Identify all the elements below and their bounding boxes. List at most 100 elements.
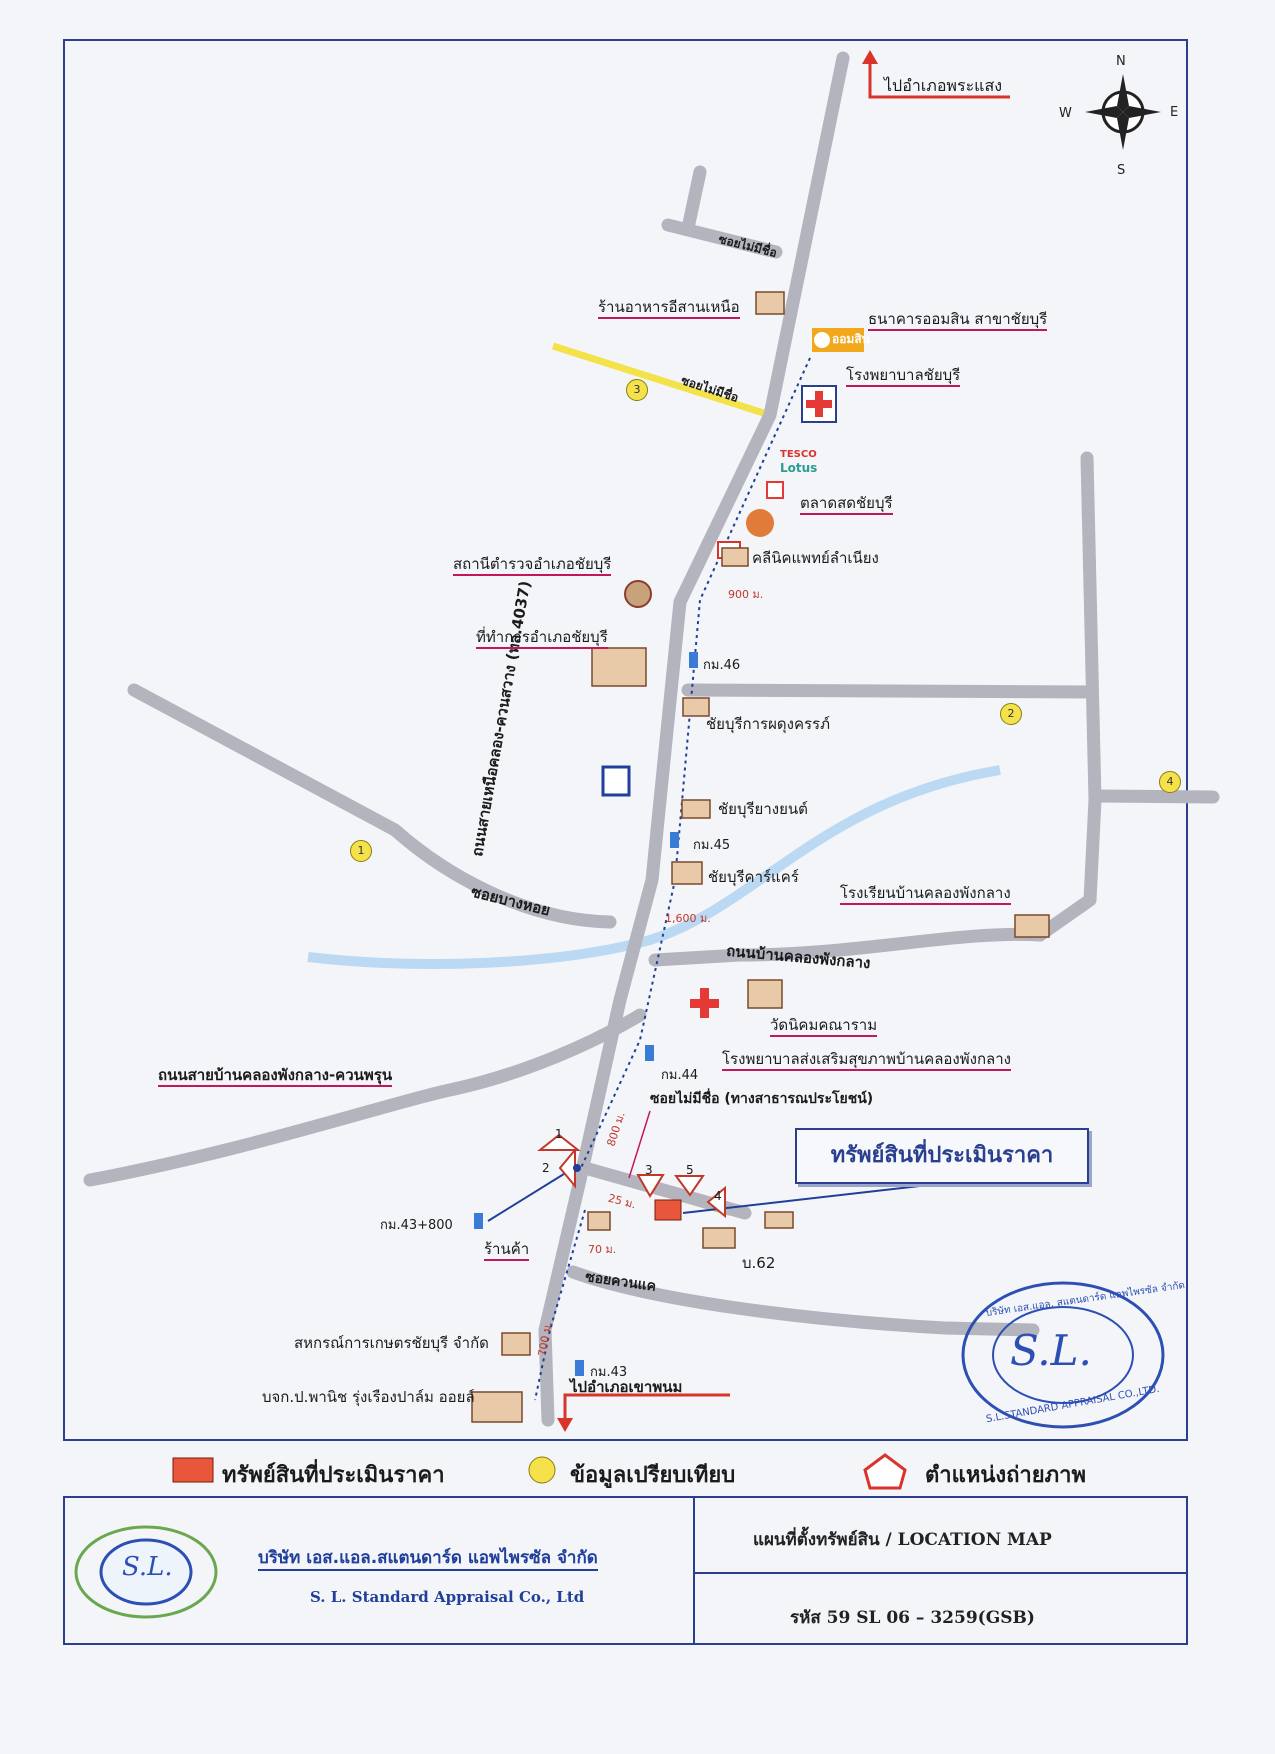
phadung-icon bbox=[682, 697, 710, 717]
legend-subject-label: ทรัพย์สินที่ประเมินราคา bbox=[222, 1463, 445, 1488]
clinic-icon bbox=[721, 547, 749, 567]
district-office-label: ที่ทำการอำเภอชัยบุรี bbox=[476, 630, 608, 649]
legend-comparable-label: ข้อมูลเปรียบเทียบ bbox=[570, 1463, 736, 1488]
compass-n: N bbox=[1116, 54, 1126, 69]
legend-comparable-icon bbox=[528, 1456, 556, 1484]
photo-point-3: 3 bbox=[645, 1163, 653, 1177]
soi-public-leader bbox=[628, 1110, 651, 1179]
coop-icon bbox=[501, 1332, 531, 1356]
river bbox=[307, 765, 1001, 969]
yang-icon bbox=[681, 799, 711, 819]
seven-eleven-icon bbox=[766, 481, 784, 499]
photo-point-4: 4 bbox=[714, 1189, 722, 1203]
palm-oil-icon bbox=[471, 1391, 523, 1423]
gsb-bank-label: ธนาคารออมสิน สาขาชัยบุรี bbox=[868, 312, 1048, 331]
house-62-label: บ.62 bbox=[742, 1254, 776, 1272]
km45-label: กม.45 bbox=[693, 838, 731, 853]
shop-icon bbox=[587, 1211, 611, 1231]
main-road bbox=[538, 51, 850, 1427]
health-hospital-label: โรงพยาบาลส่งเสริมสุขภาพบ้านคลองพังกลาง bbox=[722, 1052, 1011, 1071]
market-icon bbox=[746, 509, 774, 537]
km43-800-icon bbox=[474, 1213, 483, 1229]
police-label: สถานีตำรวจอำเภอชัยบุรี bbox=[453, 557, 612, 576]
km45-icon bbox=[670, 832, 679, 848]
comparable-road-3 bbox=[551, 342, 772, 419]
photo-point-1-icon bbox=[537, 1133, 581, 1151]
district-office-icon bbox=[591, 647, 647, 687]
north-exit-label: ไปอำเภอพระแสง bbox=[884, 76, 1003, 95]
restaurant-label: ร้านอาหารอีสานเหนือ bbox=[598, 300, 740, 319]
hospital-label: โรงพยาบาลชัยบุรี bbox=[846, 368, 961, 387]
comparable-2: 2 bbox=[1000, 703, 1022, 725]
south-exit-label: ไปอำเภอเขาพนม bbox=[570, 1378, 683, 1396]
legend-subject-icon bbox=[172, 1457, 214, 1483]
photo-point-2-icon bbox=[558, 1147, 576, 1189]
road-east-vertical bbox=[1033, 451, 1102, 942]
compass-rose-icon bbox=[1085, 74, 1161, 150]
photo-point-1: 1 bbox=[555, 1127, 563, 1141]
dist-1600: 1,600 ม. bbox=[665, 912, 711, 925]
subject-property-label: ทรัพย์สินที่ประเมินราคา bbox=[795, 1128, 1089, 1184]
photo-point-2: 2 bbox=[542, 1161, 550, 1175]
soi-bang-hoi bbox=[127, 683, 617, 929]
clinic-label: คลีนิคแพทย์ลำเนียง bbox=[752, 549, 879, 567]
road-east-branch bbox=[1090, 789, 1220, 804]
chaiburi-yang-label: ชัยบุรียางยนต์ bbox=[718, 800, 808, 818]
gsb-bank-icon bbox=[812, 328, 864, 352]
legend-photo-icon bbox=[863, 1453, 907, 1490]
company-logo bbox=[74, 1525, 218, 1619]
km46-label: กม.46 bbox=[703, 658, 741, 673]
south-arrowhead bbox=[557, 1418, 573, 1432]
soi-khuan-khae bbox=[566, 1265, 1040, 1337]
road-top-soi-branch bbox=[681, 165, 707, 235]
km43-icon bbox=[575, 1360, 584, 1376]
logo-initials: S.L. bbox=[122, 1552, 173, 1582]
comparable-3: 3 bbox=[626, 379, 648, 401]
km43-800-leader bbox=[487, 1168, 573, 1222]
district-emblem-icon bbox=[601, 765, 631, 797]
chaiburi-car-label: ชัยบุรีคาร์แคร์ bbox=[708, 868, 799, 886]
road-km46 bbox=[681, 683, 1097, 699]
palm-oil-label: บจก.ป.พานิช รุ่งเรืองปาล์ม ออยล์ bbox=[262, 1388, 475, 1406]
soi-public-label: ซอยไม่มีชื่อ (ทางสาธารณประโยชน์) bbox=[650, 1091, 874, 1107]
dist-70: 70 ม. bbox=[588, 1243, 617, 1256]
company-stamp bbox=[961, 1281, 1165, 1429]
legend-photo-label: ตำแหน่งถ่ายภาพ bbox=[925, 1463, 1087, 1488]
road-khuan-phrun-label: ถนนสายบ้านคลองพังกลาง-ควนพรุน bbox=[158, 1068, 393, 1087]
police-icon bbox=[624, 580, 652, 608]
subject-leader bbox=[682, 1181, 956, 1214]
map-title: แผนที่ตั้งทรัพย์สิน / LOCATION MAP bbox=[753, 1530, 1052, 1550]
company-name-th: บริษัท เอส.แอล.สแตนดาร์ด แอพไพรซัล จำกัด bbox=[258, 1550, 598, 1571]
compass-w: W bbox=[1059, 106, 1072, 121]
stamp-initials: S.L. bbox=[1010, 1326, 1092, 1375]
house-b-icon bbox=[764, 1211, 794, 1229]
km43-label: กม.43 bbox=[590, 1365, 628, 1380]
photo-point-4-icon bbox=[706, 1185, 726, 1219]
shop-label: ร้านค้า bbox=[484, 1242, 530, 1261]
photo-point-3-icon bbox=[636, 1174, 665, 1198]
gsb-logo-label: ออมสิน bbox=[832, 332, 870, 346]
km44-icon bbox=[645, 1045, 654, 1061]
market-label: ตลาดสดชัยบุรี bbox=[800, 496, 893, 515]
km43-800-label: กม.43+800 bbox=[380, 1218, 453, 1233]
lotus-label: Lotus bbox=[780, 461, 818, 475]
carcare-icon bbox=[671, 861, 703, 885]
school-icon bbox=[1014, 914, 1050, 938]
km44-label: กม.44 bbox=[661, 1068, 699, 1083]
company-name-en: S. L. Standard Appraisal Co., Ltd bbox=[310, 1588, 585, 1606]
chaiburi-phadung-label: ชัยบุรีการผดุงครรภ์ bbox=[706, 715, 830, 733]
km46-icon bbox=[689, 652, 698, 668]
subject-soi-junction bbox=[573, 1164, 581, 1172]
south-exit-arrow bbox=[563, 1393, 730, 1425]
title-block-frame bbox=[63, 1496, 1188, 1645]
road-khuan-phrun bbox=[83, 1008, 647, 1187]
school-label: โรงเรียนบ้านคลองพังกลาง bbox=[840, 886, 1011, 905]
comparable-4: 4 bbox=[1159, 771, 1181, 793]
road-khlong-phang bbox=[648, 927, 1047, 967]
compass-e: E bbox=[1170, 105, 1179, 120]
dist-900: 900 ม. bbox=[728, 588, 764, 601]
subject-property-parcel bbox=[654, 1199, 682, 1221]
north-arrowhead bbox=[862, 50, 878, 64]
wat-label: วัดนิคมคณาราม bbox=[770, 1018, 878, 1037]
restaurant-icon bbox=[755, 291, 785, 315]
